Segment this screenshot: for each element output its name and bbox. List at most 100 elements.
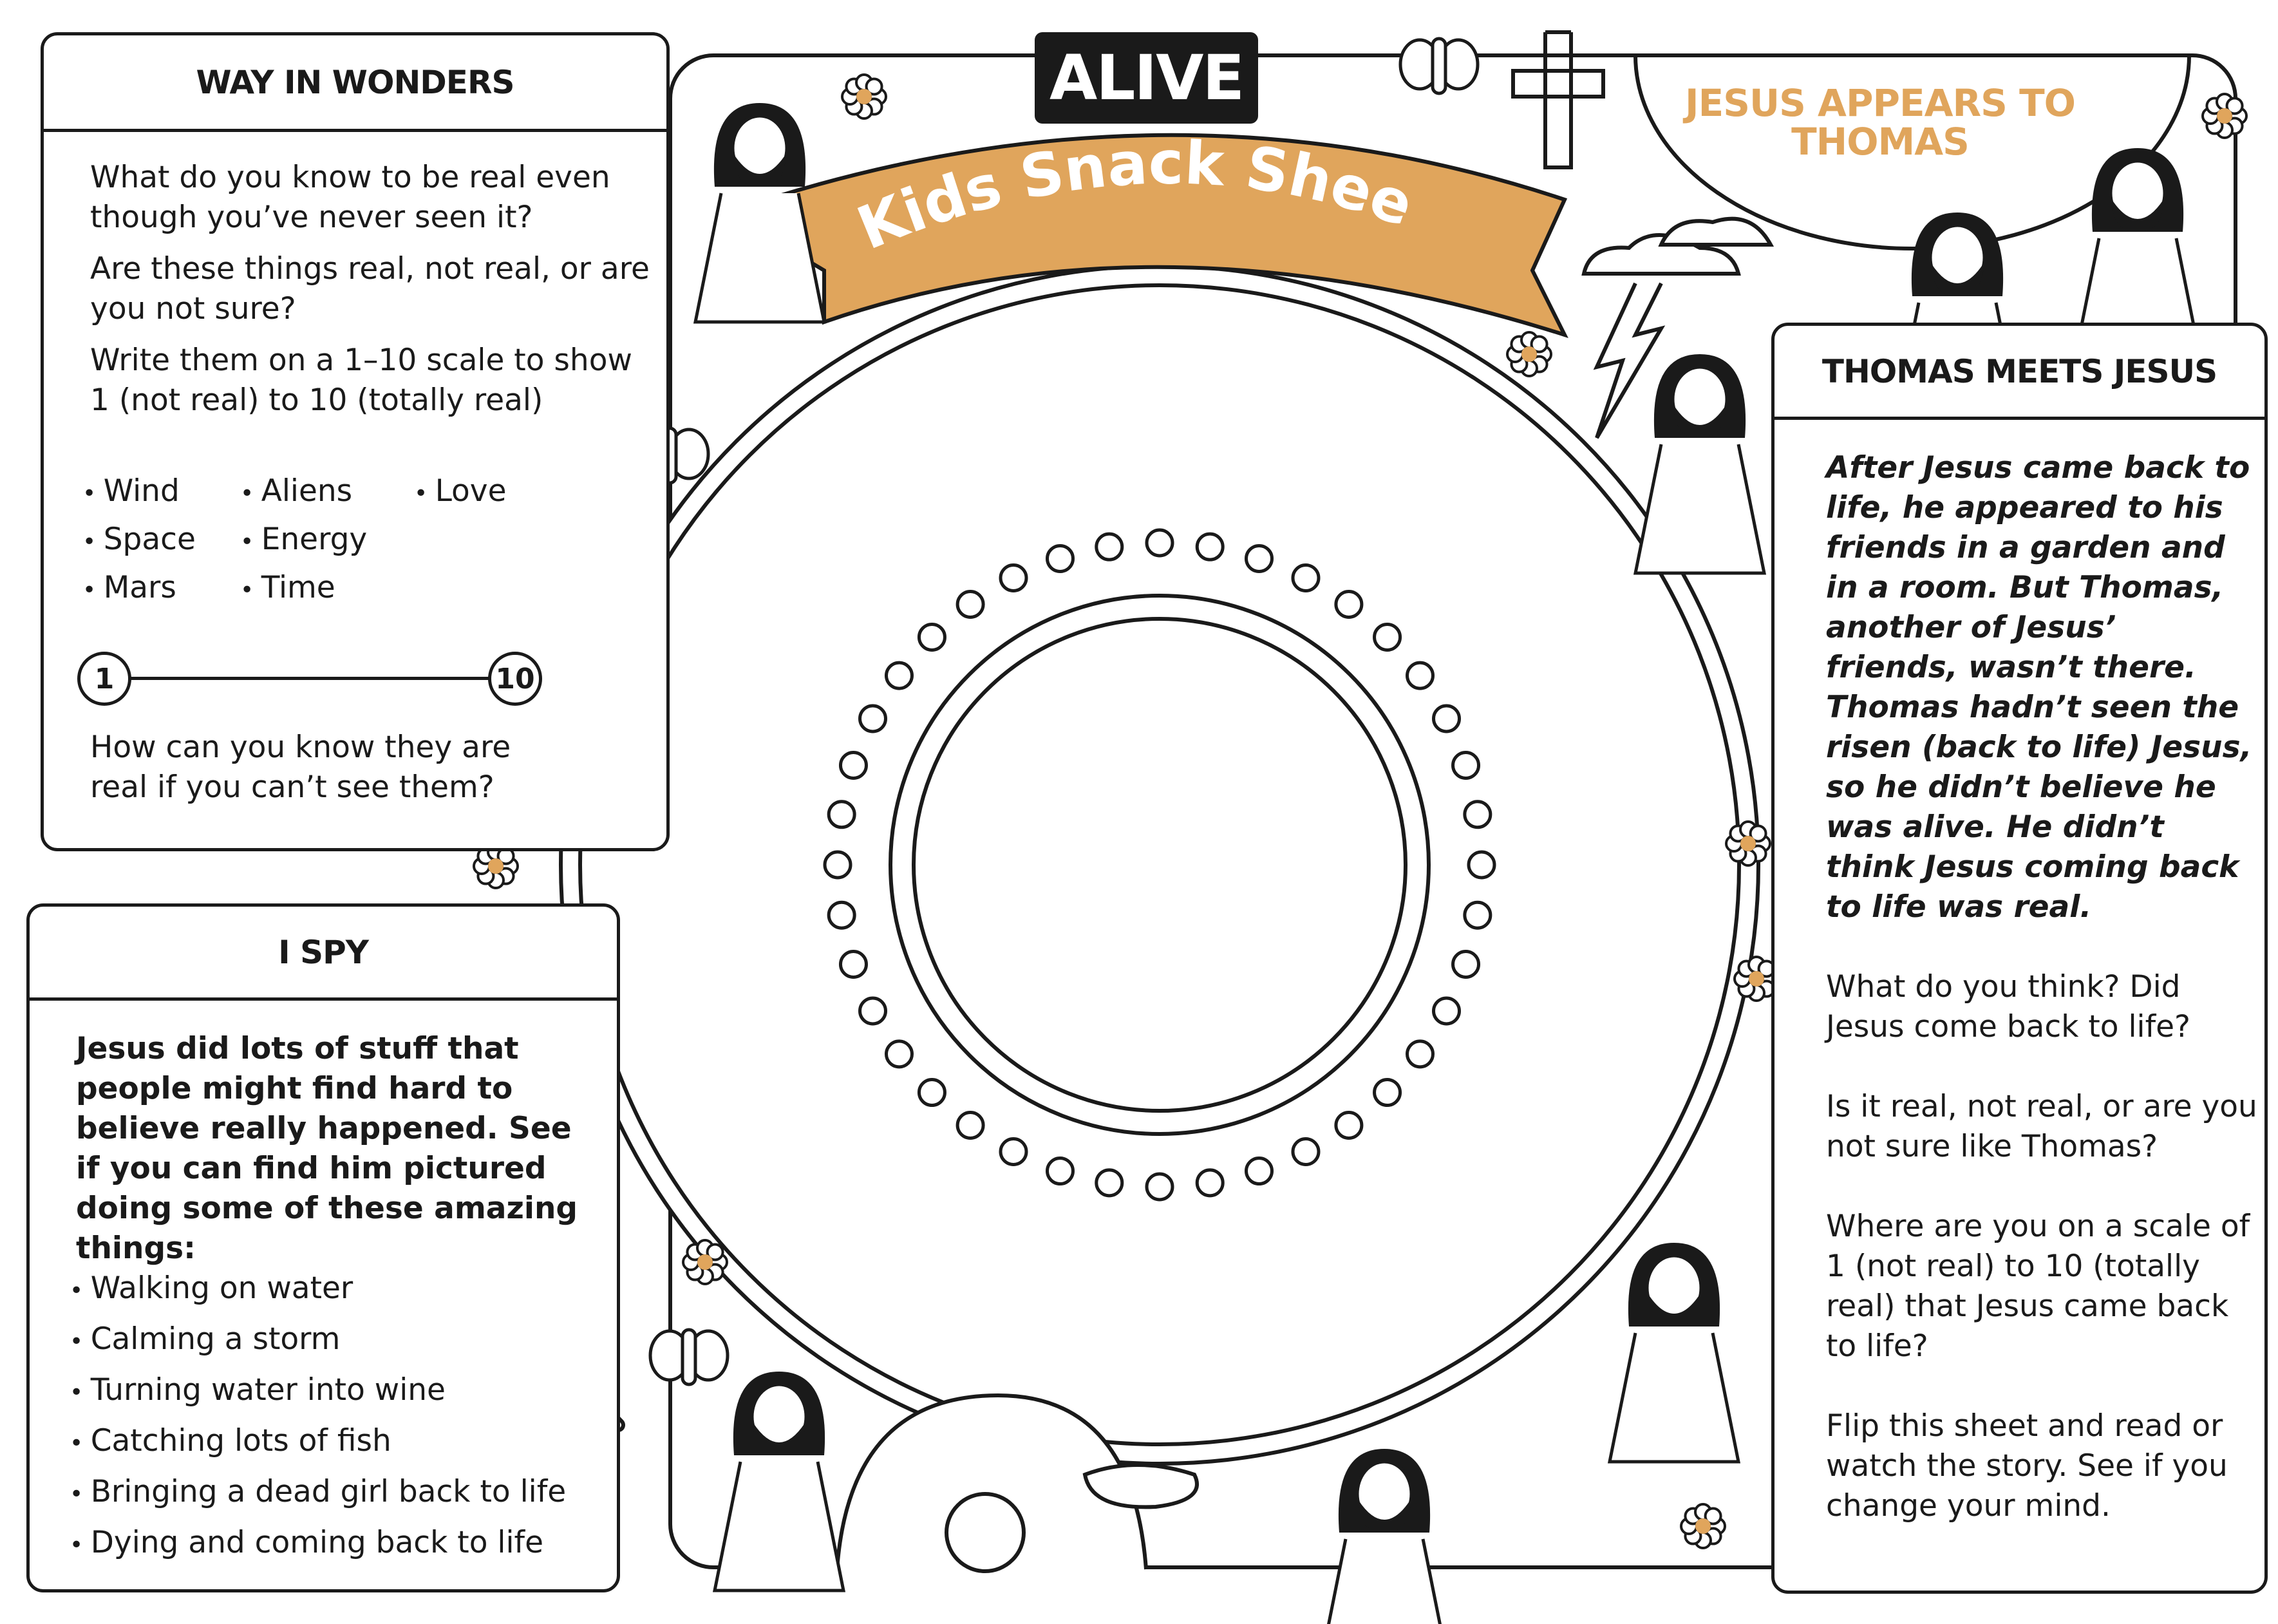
- butterfly-icon: [1398, 37, 1480, 95]
- list-item: Energy: [240, 522, 368, 557]
- flower-icon: [1506, 331, 1552, 377]
- plate-center: [912, 617, 1407, 1113]
- butterfly-icon: [648, 1328, 730, 1386]
- jesus-figure: [1607, 1243, 1741, 1464]
- jesus-figure: [693, 103, 827, 324]
- story-title-arc: [1633, 55, 2191, 250]
- plate-dot: [955, 1111, 985, 1140]
- question-text: Where are you on a scale of 1 (not real)…: [1826, 1209, 2250, 1364]
- story-title: JESUS APPEARS TO THOMAS: [1685, 81, 2076, 164]
- rock-icon: [1082, 1463, 1199, 1509]
- list-item: Calming a storm: [70, 1315, 566, 1366]
- list-item: Mars: [82, 570, 176, 605]
- plate-dot: [823, 850, 852, 880]
- plate-dot: [1432, 996, 1462, 1026]
- scale-max: 10: [488, 652, 542, 706]
- instruction-text: Write them on a 1–10 scale to show 1 (no…: [90, 343, 632, 418]
- lightning-icon: [1593, 282, 1666, 439]
- plate-dot: [1145, 528, 1174, 558]
- plate-dot: [1291, 1137, 1321, 1167]
- tomb-stone: [945, 1492, 1026, 1573]
- plate-dot: [1463, 800, 1492, 829]
- flower-icon: [1725, 820, 1771, 867]
- flower-icon: [682, 1239, 728, 1285]
- plate-dot: [917, 1078, 946, 1108]
- plate-dot: [858, 704, 887, 733]
- thomas-meets-jesus-panel: THOMAS MEETS JESUS After Jesus came back…: [1771, 323, 2268, 1594]
- list-item: Wind: [82, 473, 180, 509]
- plate-dot: [999, 563, 1028, 592]
- plate-dot: [1045, 543, 1075, 573]
- plate-dot: [1334, 589, 1364, 619]
- panel-title: WAY IN WONDERS: [44, 35, 666, 132]
- plate-dot: [1451, 750, 1481, 780]
- plate-dot: [838, 950, 868, 979]
- cloud-icon: [1658, 216, 1774, 247]
- plate-outer-rim: [559, 264, 1760, 1466]
- plate-dot: [838, 750, 868, 780]
- list-item: Catching lots of fish: [70, 1417, 566, 1468]
- plate-dot: [1463, 900, 1492, 930]
- list-item: Dying and coming back to life: [70, 1518, 566, 1569]
- plate-dot: [1145, 1172, 1174, 1202]
- flower-icon: [1680, 1503, 1726, 1549]
- plate-dot: [1291, 563, 1321, 592]
- plate-dot: [1095, 532, 1124, 562]
- plate-inner-rim: [578, 283, 1741, 1446]
- question-text: What do you think? Did Jesus come back t…: [1826, 969, 2190, 1044]
- plate-dot: [1245, 543, 1274, 573]
- panel-title: I SPY: [30, 907, 617, 1001]
- alive-logo: ALIVE: [1035, 32, 1258, 124]
- plate-dot: [1451, 950, 1481, 979]
- i-spy-intro: Jesus did lots of stuff that people migh…: [76, 1031, 578, 1266]
- plate-dot: [955, 589, 985, 619]
- plate-dot: [1373, 622, 1402, 652]
- flower-icon: [2201, 93, 2248, 139]
- list-item: Aliens: [240, 473, 352, 509]
- plate-dot: [1195, 1168, 1225, 1198]
- list-item: Space: [82, 522, 196, 557]
- plate-dot: [1095, 1168, 1124, 1198]
- list-item: Time: [240, 570, 335, 605]
- plate-dot: [999, 1137, 1028, 1167]
- question-text: Is it real, not real, or are you not sur…: [1826, 1089, 2257, 1164]
- jesus-figure: [712, 1372, 846, 1592]
- list-item: Turning water into wine: [70, 1366, 566, 1417]
- plate-dot: [1334, 1111, 1364, 1140]
- plate-center-ring: [889, 594, 1431, 1136]
- plate-dot: [1045, 1157, 1075, 1186]
- plate-dot: [1245, 1157, 1274, 1186]
- list-item: Love: [414, 473, 507, 509]
- cross-icon: [1511, 30, 1605, 169]
- plate-dot: [827, 800, 856, 829]
- panel-title: THOMAS MEETS JESUS: [1774, 326, 2264, 420]
- plate-dot: [917, 622, 946, 652]
- list-item: Bringing a dead girl back to life: [70, 1468, 566, 1518]
- i-spy-panel: I SPY Jesus did lots of stuff that peopl…: [26, 903, 620, 1592]
- list-item: Walking on water: [70, 1264, 566, 1315]
- plate-dot: [1195, 532, 1225, 562]
- jesus-figure: [1327, 1449, 1442, 1624]
- cloud-icon: [1581, 233, 1741, 276]
- plate-dot: [1373, 1078, 1402, 1108]
- scale-line: [130, 677, 540, 680]
- plate-dot: [884, 661, 914, 690]
- plate-dot: [1467, 850, 1496, 880]
- plate-dot: [884, 1039, 914, 1069]
- flower-icon: [473, 843, 519, 889]
- way-in-wonders-panel: WAY IN WONDERS What do you know to be re…: [41, 32, 670, 851]
- scale-min: 1: [77, 652, 131, 706]
- instruction-text: Flip this sheet and read or watch the st…: [1826, 1408, 2228, 1524]
- plate-dot: [858, 996, 887, 1026]
- plate-dot: [827, 900, 856, 930]
- story-text: After Jesus came back to life, he appear…: [1826, 450, 2252, 925]
- flower-icon: [841, 73, 887, 120]
- question-text: What do you know to be real even though …: [90, 160, 610, 235]
- question-text: Are these things real, not real, or are …: [90, 251, 650, 326]
- plate-dot: [1406, 661, 1435, 690]
- plate-dot-ring: [823, 528, 1496, 1202]
- plate-dot: [1432, 704, 1462, 733]
- plate-dot: [1406, 1039, 1435, 1069]
- question-text: How can you know they are real if you ca…: [90, 730, 511, 805]
- jesus-figure: [1633, 354, 1767, 575]
